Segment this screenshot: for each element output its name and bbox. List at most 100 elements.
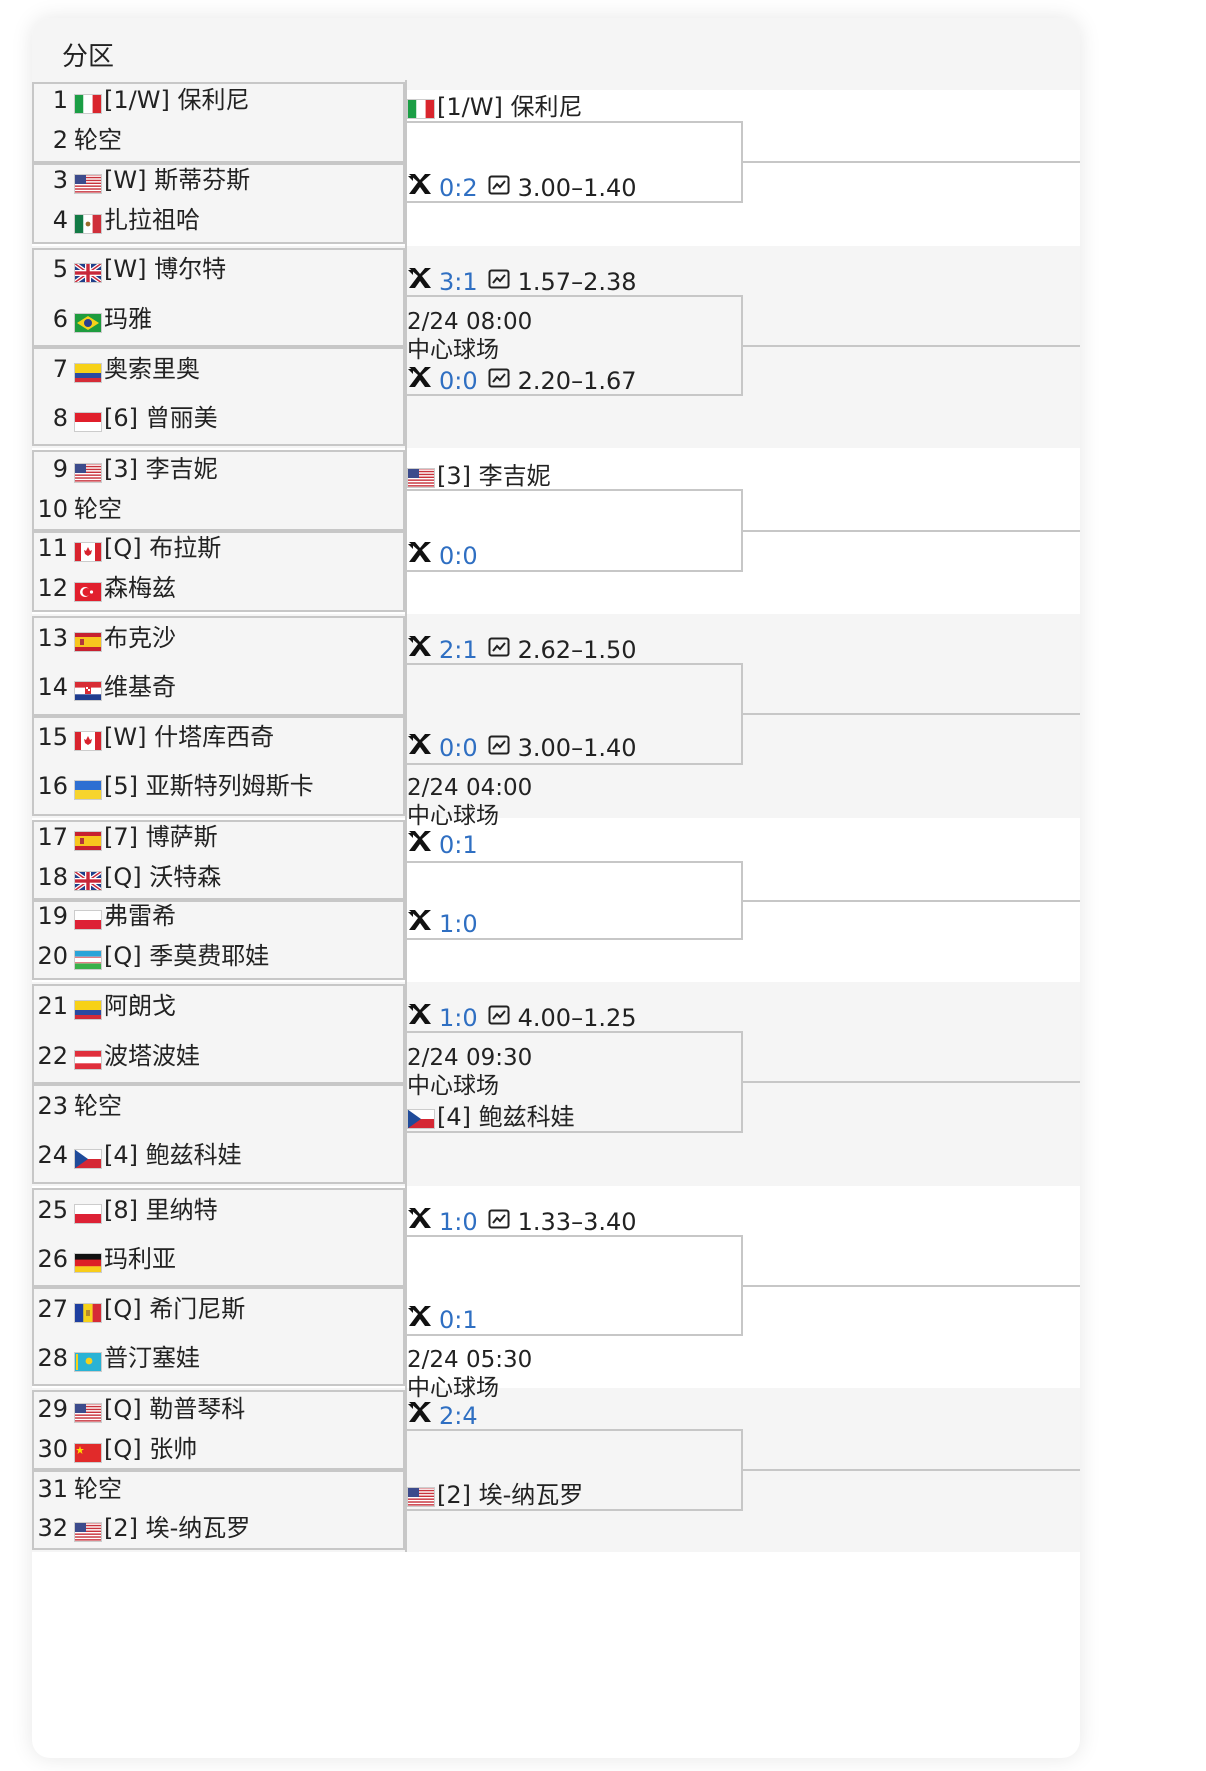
match-score[interactable]: 0:0 [439,542,478,570]
player-entry[interactable]: 3[W] 斯蒂芬斯 [32,163,250,197]
match-vs-icon[interactable] [407,266,433,297]
match-score[interactable]: 1:0 [439,910,478,938]
match-vs-icon[interactable] [407,1206,433,1237]
round2-winner[interactable]: [2] 埃-纳瓦罗 [407,1480,583,1510]
player-name: [W] 斯蒂芬斯 [104,166,251,194]
flag-gb-icon [72,866,104,893]
match-vs-icon[interactable] [407,1304,433,1335]
match-score[interactable]: 2:4 [439,1402,478,1430]
round2-winner[interactable]: [1/W] 保利尼 [407,92,582,122]
match-vs-icon[interactable] [407,634,433,665]
odds-chart-icon[interactable] [488,1002,510,1032]
odds-chart-icon[interactable] [488,634,510,664]
match-result[interactable]: 0:0 [407,541,478,571]
odds-chart-icon[interactable] [488,732,510,762]
odds-chart-icon[interactable] [488,172,510,202]
match-vs-icon[interactable] [407,829,433,860]
match-time: 2/24 08:00 [407,309,533,335]
player-entry[interactable]: 32[2] 埃-纳瓦罗 [32,1511,250,1545]
player-entry[interactable]: 1[1/W] 保利尼 [32,83,249,117]
match-score[interactable]: 3:1 [439,268,478,296]
player-entry[interactable]: 8[6] 曾丽美 [32,401,218,435]
player-entry[interactable]: 17[7] 博萨斯 [32,820,218,854]
player-entry[interactable]: 9[3] 李吉妮 [32,452,218,486]
player-entry[interactable]: 30[Q] 张帅 [32,1432,197,1466]
match-score[interactable]: 0:1 [439,1306,478,1334]
match-result[interactable]: 2:4 [407,1401,478,1431]
flag-it-icon [74,89,102,114]
odds-chart-icon[interactable] [488,1206,510,1236]
match-score[interactable]: 0:1 [439,831,478,859]
match-score[interactable]: 0:0 [439,367,478,395]
player-entry[interactable]: 25[8] 里纳特 [32,1193,218,1227]
player-entry[interactable]: 20[Q] 季莫费耶娃 [32,939,269,973]
match-result[interactable]: 0:2 3.00–1.40 [407,173,637,203]
match-score[interactable]: 2:1 [439,636,478,664]
match-score[interactable]: 0:0 [439,734,478,762]
seed-position: 14 [37,673,68,701]
match-odds: 3.00–1.40 [517,174,637,202]
match-vs-icon[interactable] [407,908,433,939]
player-entry[interactable]: 16[5] 亚斯特列姆斯卡 [32,769,314,803]
flag-uz-icon [74,945,102,970]
round2-winner[interactable]: [3] 李吉妮 [407,461,551,491]
match-score[interactable]: 0:2 [439,174,478,202]
player-entry[interactable]: 15[W] 什塔库西奇 [32,720,274,754]
odds-chart-icon[interactable] [488,365,510,395]
player-entry[interactable]: 18[Q] 沃特森 [32,860,221,894]
match-score[interactable]: 1:0 [439,1004,478,1032]
match-result[interactable]: 1:0 [407,909,478,939]
match-vs-icon[interactable] [407,1002,433,1033]
match-vs-icon[interactable] [407,1400,433,1431]
match-score[interactable]: 1:0 [439,1208,478,1236]
player-name: [1/W] 保利尼 [104,86,250,114]
player-entry[interactable]: 5[W] 博尔特 [32,252,226,286]
flag-it-icon [407,96,435,119]
player-name: 普汀塞娃 [104,1344,200,1372]
player-entry[interactable]: 24[4] 鲍兹科娃 [32,1138,242,1172]
match-vs-icon[interactable] [407,540,433,571]
match-result[interactable]: 0:1 [407,1305,478,1335]
seed-position: 5 [52,255,68,283]
match-vs-icon[interactable] [407,732,433,763]
player-entry[interactable]: 29[Q] 勒普琴科 [32,1392,245,1426]
seed-position: 10 [37,495,68,523]
match-result[interactable]: 0:1 [407,830,478,860]
odds-chart-icon[interactable] [488,266,510,296]
flag-cz-icon [74,1144,102,1169]
player-name: 玛雅 [104,305,152,333]
player-name: [Q] 沃特森 [104,863,222,891]
bracket-line [743,713,1080,715]
player-entry[interactable]: 11[Q] 布拉斯 [32,531,221,565]
player-entry[interactable]: 27[Q] 希门尼斯 [32,1292,245,1326]
player-name: 森梅兹 [104,574,176,602]
match-vs-icon[interactable] [407,365,433,396]
match-vs-icon[interactable] [407,172,433,203]
round2-winner[interactable]: [4] 鲍兹科娃 [407,1102,575,1132]
bracket-line [743,1284,1080,1287]
flag-es-icon [74,826,102,851]
player-name: [W] 什塔库西奇 [104,723,275,751]
